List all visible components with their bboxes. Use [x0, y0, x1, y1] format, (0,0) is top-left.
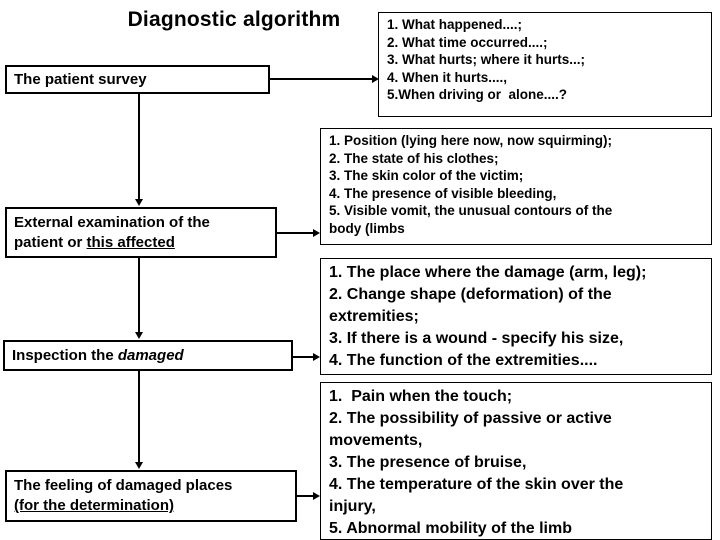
detail-line: 4. The temperature of the skin over the [329, 476, 624, 493]
arrowhead-stage1-to-stage2 [135, 199, 143, 206]
detail-line: 5. Abnormal mobility of the limb [329, 520, 572, 537]
arrowhead-stage2-to-stage3 [135, 332, 143, 339]
stage-line-text: patient or [14, 233, 87, 251]
detail-line: 1. Pain when the touch; [329, 388, 513, 405]
arrowhead-stage4-to-detail4 [313, 492, 320, 500]
stage-line-text: Inspection the [12, 346, 118, 364]
stage-box-inspection-damaged[interactable]: Inspection the damaged [3, 340, 293, 371]
arrowhead-stage3-to-stage4 [135, 462, 143, 469]
arrowhead-stage3-to-detail3 [313, 353, 320, 361]
arrowhead-stage2-to-detail2 [313, 229, 320, 237]
detail-line: injury, [329, 498, 376, 515]
stage-line: (for the determination) [14, 496, 295, 516]
stage-line-underlined: (for the determination) [14, 497, 174, 514]
detail-line: 1. Position (lying here now, now squirmi… [329, 133, 613, 148]
stage-line-underlined: this affected [86, 233, 175, 251]
connector-stage2-to-stage3 [138, 258, 140, 333]
detail-line: extremities; [329, 308, 419, 325]
detail-box-palpation-findings[interactable]: 1. Pain when the touch; 2. The possibili… [320, 382, 712, 540]
connector-stage1-to-detail1 [270, 78, 374, 80]
detail-line: 3. If there is a wound - specify his siz… [329, 330, 624, 347]
stage-box-external-examination[interactable]: External examination of the patient or t… [5, 207, 277, 258]
stage-line: The patient survey [14, 70, 147, 88]
connector-stage1-to-stage2 [138, 94, 140, 200]
detail-line: 5. Visible vomit, the unusual contours o… [329, 203, 613, 218]
detail-line: 2. Change shape (deformation) of the [329, 286, 612, 303]
detail-box-inspection-findings[interactable]: 1. The place where the damage (arm, leg)… [320, 258, 712, 375]
detail-line: 3. What hurts; where it hurts...; [387, 52, 586, 67]
detail-line: 2. What time occurred....; [387, 34, 548, 50]
detail-line: 4. The presence of visible bleeding, [329, 185, 557, 201]
detail-line: 5.When driving or alone....? [387, 87, 568, 102]
connector-stage3-to-stage4 [138, 371, 140, 463]
page-title: Diagnostic algorithm [127, 8, 341, 31]
arrowhead-stage1-to-detail1 [372, 75, 379, 83]
detail-line: 1. What happened....; [387, 17, 523, 32]
detail-line: 3. The skin color of the victim; [329, 168, 524, 183]
detail-line: 4. The function of the extremities.... [329, 352, 598, 369]
detail-line: 4. When it hurts...., [387, 69, 508, 85]
stage-line: Inspection the damaged [12, 346, 291, 366]
detail-line: body (limbs [329, 220, 405, 236]
connector-stage4-to-detail4 [297, 495, 316, 497]
stage-box-feeling-damaged-places[interactable]: The feeling of damaged places (for the d… [5, 470, 297, 522]
stage-line: The feeling of damaged places [14, 477, 233, 494]
detail-line: 1. The place where the damage (arm, leg)… [329, 264, 647, 281]
connector-stage2-to-detail2 [277, 232, 316, 234]
detail-line: 2. The state of his clothes; [329, 150, 499, 166]
stage-line: patient or this affected [14, 233, 275, 253]
detail-box-external-examination-findings[interactable]: 1. Position (lying here now, now squirmi… [320, 128, 712, 245]
detail-line: 2. The possibility of passive or active [329, 410, 612, 427]
detail-line: 3. The presence of bruise, [329, 454, 527, 471]
stage-line: External examination of the [14, 213, 210, 231]
detail-box-survey-questions[interactable]: 1. What happened....; 2. What time occur… [378, 12, 712, 117]
stage-box-patient-survey[interactable]: The patient survey [5, 65, 270, 94]
stage-line-italic: damaged [117, 346, 184, 364]
detail-line: movements, [329, 432, 423, 449]
connector-stage3-to-detail3 [293, 356, 316, 358]
